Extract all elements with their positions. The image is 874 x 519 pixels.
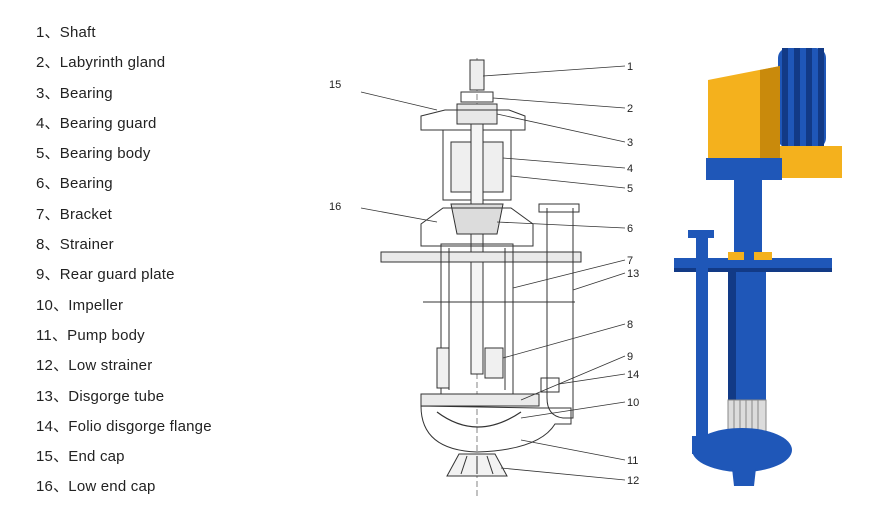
part-item-bracket: 7、Bracket [36, 205, 112, 223]
bearing-lower [450, 203, 504, 235]
part-item-bearing-lower: 6、Bearing [36, 175, 113, 193]
part-item-labyrinth-gland: 2、Labyrinth gland [36, 54, 166, 72]
pump-product-image [674, 48, 842, 486]
casing-discharge [692, 436, 712, 454]
callout-3: 3 [627, 137, 633, 149]
part-item-low-strainer: 12、Low strainer [36, 357, 153, 375]
labyrinth-gland [460, 91, 494, 103]
callout-9: 9 [627, 351, 633, 363]
mounting-plate [380, 251, 582, 263]
pump-section-drawing: 1 2 3 4 5 6 7 8 9 10 11 12 13 14 15 16 [329, 58, 639, 498]
rear-guard-plate [420, 393, 540, 407]
disgorge-flange-top [538, 203, 580, 213]
callout-16: 16 [329, 201, 341, 213]
callout-10: 10 [627, 397, 639, 409]
callout-13: 13 [627, 268, 639, 280]
callout-4: 4 [627, 163, 633, 175]
part-item-impeller: 10、Impeller [36, 296, 124, 314]
mounting-plate-shade [674, 268, 832, 272]
mounting-plate-photo [674, 258, 832, 268]
shaft-mid [470, 123, 484, 375]
callout-11: 11 [627, 455, 638, 467]
discharge-pipe-photo [696, 236, 708, 436]
part-item-rear-guard-plate: 9、Rear guard plate [36, 266, 175, 284]
part-item-disgorge-tube: 13、Disgorge tube [36, 387, 165, 405]
callout-14: 14 [627, 369, 639, 381]
drive-frame [706, 158, 782, 180]
yellow-pads [728, 252, 772, 260]
part-item-bearing-guard: 4、Bearing guard [36, 114, 157, 132]
shaft-top [469, 59, 485, 91]
leader-lines [360, 65, 626, 481]
strainer-left [436, 347, 450, 389]
pump-casing [692, 428, 792, 472]
folio-disgorge-flange [540, 377, 560, 393]
callout-2: 2 [627, 103, 633, 115]
suction-strainer [732, 468, 756, 486]
bearing-housing-top [420, 109, 526, 131]
part-item-end-cap: 15、End cap [36, 448, 125, 466]
low-strainer-rib-3 [486, 455, 494, 475]
motor [778, 48, 826, 148]
strainer [484, 347, 504, 379]
part-item-bearing: 3、Bearing [36, 84, 113, 102]
pump-body [420, 405, 572, 453]
pump-column [734, 180, 762, 260]
callout-labels: 1 2 3 4 5 6 7 8 9 10 11 12 13 14 15 16 [329, 61, 639, 487]
disgorge-tube [546, 208, 574, 419]
part-item-folio-disgorge-flange: 14、Folio disgorge flange [36, 417, 212, 435]
lower-column-shade [728, 272, 736, 400]
callout-5: 5 [627, 183, 633, 195]
part-item-low-end-cap: 16、Low end cap [36, 478, 156, 496]
callout-7: 7 [627, 255, 633, 267]
part-item-strainer: 8、Strainer [36, 236, 114, 254]
drawing-body [380, 58, 582, 498]
part-item-bearing-body: 5、Bearing body [36, 145, 151, 163]
parts-list: 1、Shaft 2、Labyrinth gland 3、Bearing 4、Be… [36, 23, 212, 508]
callout-15: 15 [329, 79, 341, 91]
discharge-flange-photo [688, 230, 714, 238]
part-item-shaft: 1、Shaft [36, 24, 96, 41]
callout-8: 8 [627, 319, 633, 331]
callout-1: 1 [627, 61, 633, 73]
low-strainer-rib-1 [460, 455, 468, 475]
callout-6: 6 [627, 223, 633, 235]
bearing-top [456, 103, 498, 125]
callout-12: 12 [627, 475, 639, 487]
part-item-pump-body: 11、Pump body [36, 326, 145, 344]
impeller [436, 411, 522, 428]
belt-guard [708, 66, 842, 178]
